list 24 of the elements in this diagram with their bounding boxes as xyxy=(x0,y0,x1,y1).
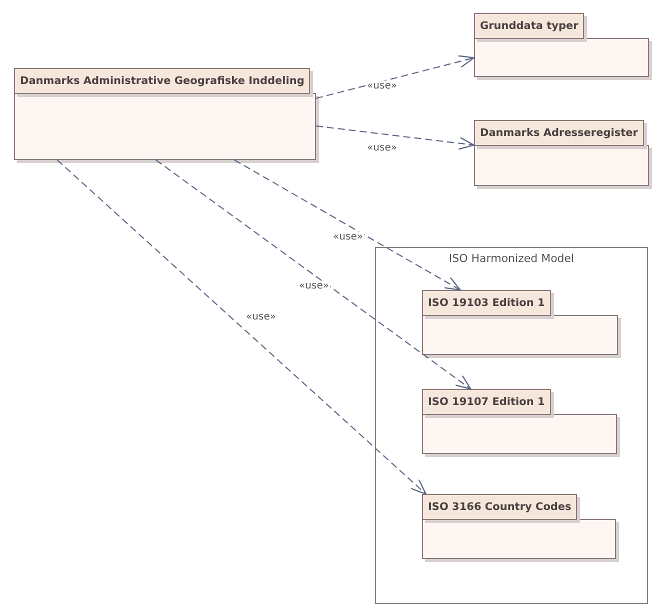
dependency-arrow xyxy=(156,160,472,390)
package-shape xyxy=(474,13,649,77)
package-shape xyxy=(422,389,617,454)
package-shape xyxy=(474,120,649,186)
edge-label: «use» xyxy=(298,280,330,292)
dependency-arrow xyxy=(316,55,475,99)
package-name: ISO 19107 Edition 1 xyxy=(422,389,551,415)
edge-label: «use» xyxy=(366,80,398,92)
package-name: Danmarks Adresseregister xyxy=(474,120,644,146)
package-name: Danmarks Administrative Geografiske Inddeling xyxy=(14,68,310,94)
edge-label: «use» xyxy=(245,312,277,322)
package-name: Grunddata typer xyxy=(474,13,584,39)
edge-label: «use» xyxy=(366,142,398,154)
package-name: ISO 19103 Edition 1 xyxy=(422,290,551,316)
package-shape xyxy=(422,290,618,355)
package-name: ISO 3166 Country Codes xyxy=(422,494,578,520)
dependency-arrow xyxy=(316,125,475,150)
frame-title: ISO Harmonized Model xyxy=(448,252,576,265)
package-frame xyxy=(375,247,648,604)
dependency-arrow xyxy=(56,160,426,495)
package-shape xyxy=(14,68,316,160)
edge-label: «use» xyxy=(332,232,364,242)
dependency-arrow xyxy=(234,160,461,291)
package-shape xyxy=(422,494,616,559)
